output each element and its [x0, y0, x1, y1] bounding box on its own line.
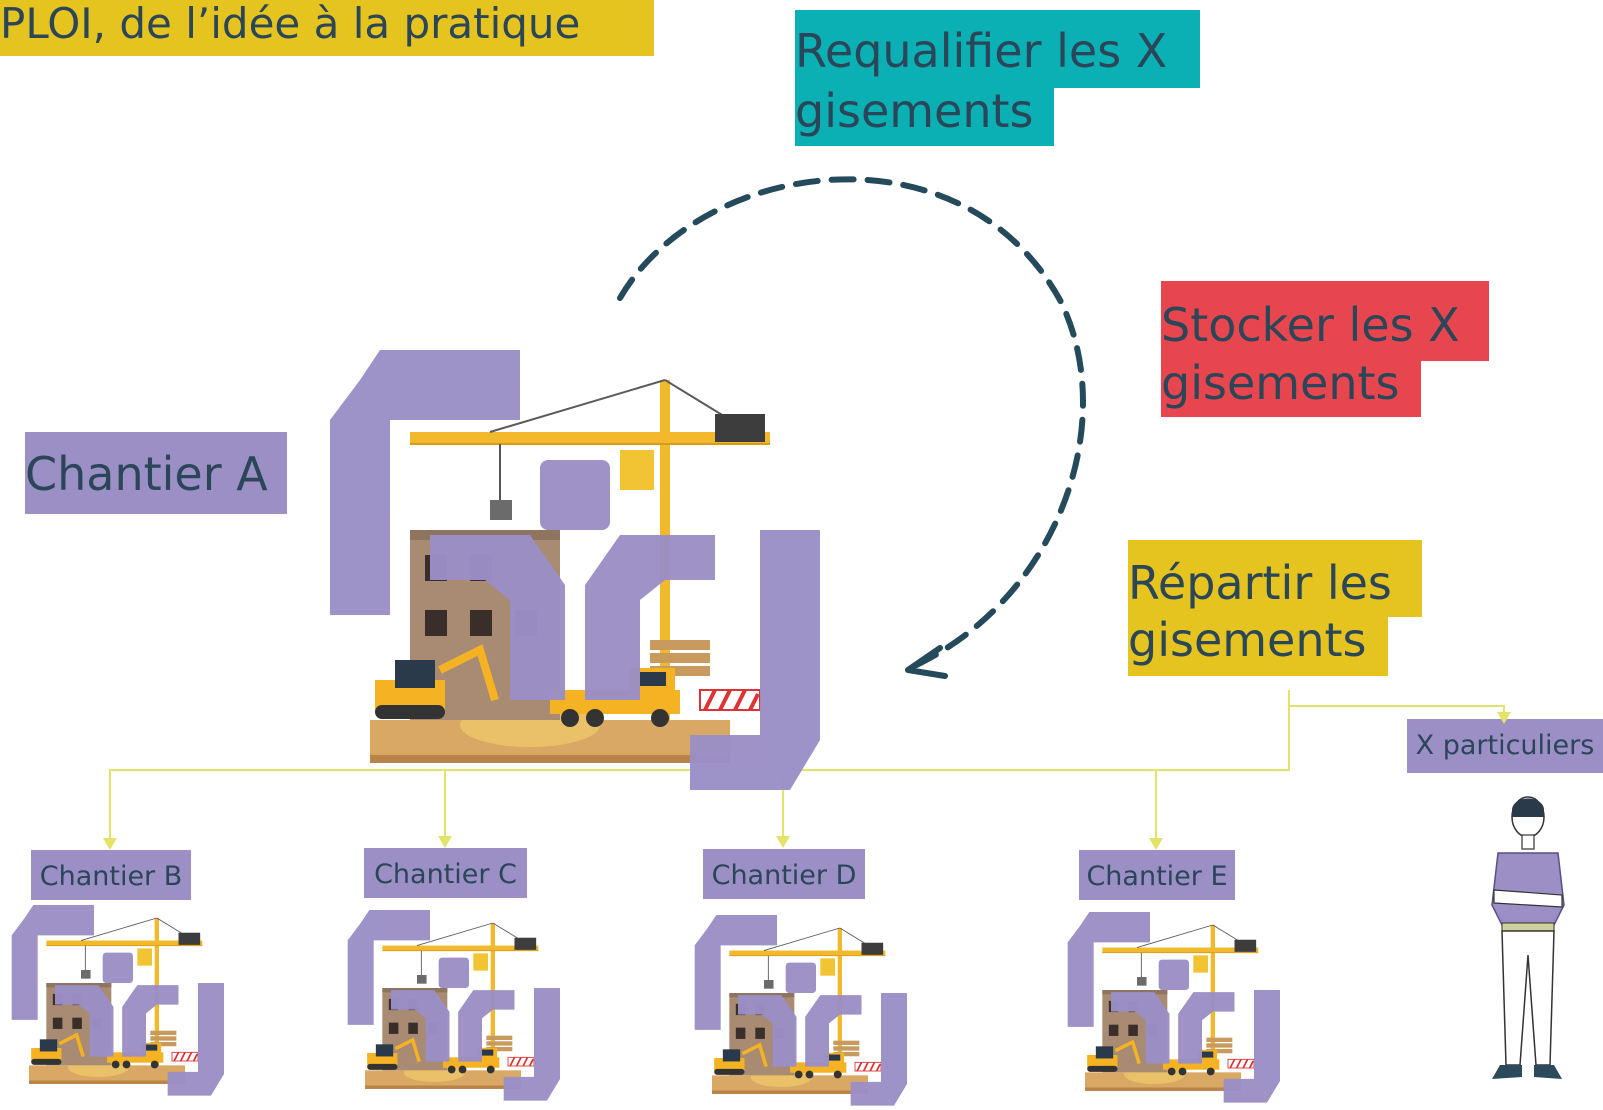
chantier-d-label: Chantier D — [703, 849, 865, 899]
step-stocker-line1: Stocker les X — [1161, 281, 1489, 361]
chantier-c-label: Chantier C — [364, 848, 527, 898]
chantier-a-illustration — [330, 350, 830, 800]
page-title: PLOI, de l’idée à la pratique — [0, 0, 654, 56]
step-stocker-line2: gisements — [1161, 358, 1421, 417]
particuliers-label: X particuliers — [1407, 719, 1603, 773]
chantier-b-label: Chantier B — [31, 850, 191, 900]
step-repartir-line2: gisements — [1128, 614, 1388, 676]
person-illustration — [1491, 796, 1565, 1079]
chantier-c-illustration — [346, 910, 562, 1103]
step-requalifier-line1: Requalifier les X — [795, 10, 1200, 88]
chantier-b-illustration — [10, 905, 226, 1098]
chantier-e-label: Chantier E — [1079, 850, 1235, 900]
chantier-e-illustration — [1066, 912, 1282, 1105]
chantier-d-illustration — [693, 915, 909, 1108]
step-requalifier-line2: gisements — [795, 86, 1054, 146]
chantier-a-label: Chantier A — [25, 432, 287, 514]
step-repartir-line1: Répartir les — [1128, 540, 1422, 617]
